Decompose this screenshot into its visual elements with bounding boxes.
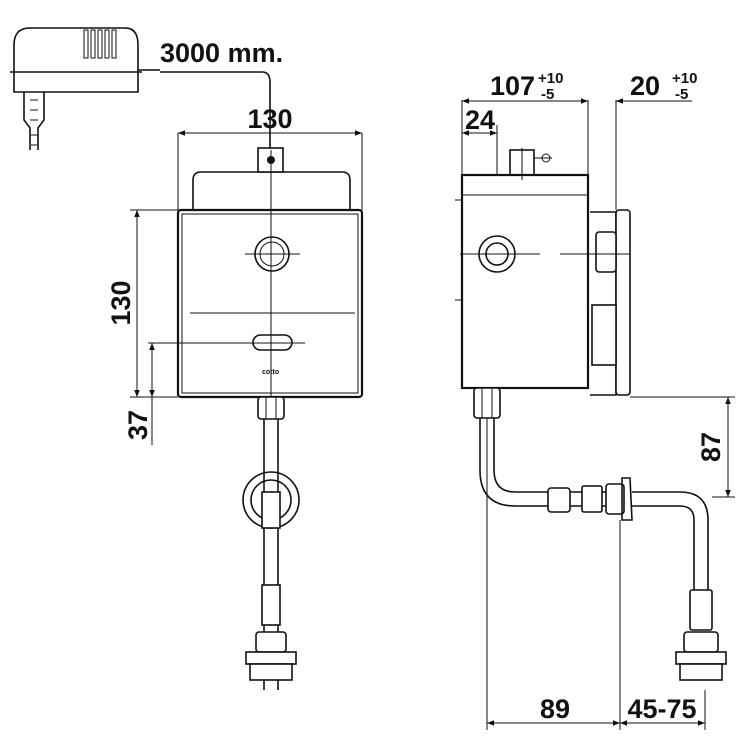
outlet-dim: 89 bbox=[540, 694, 570, 724]
side-view bbox=[455, 98, 735, 730]
adjust-dim: 45-75 bbox=[627, 694, 696, 724]
cable-length-label: 3000 mm. bbox=[160, 38, 283, 68]
front-view: cotto bbox=[130, 130, 364, 690]
depth-dim: 107 bbox=[490, 71, 535, 101]
inlet-offset-dim: 24 bbox=[465, 105, 495, 135]
wall-dim: 20 bbox=[630, 71, 660, 101]
front-width-dim: 130 bbox=[247, 104, 292, 134]
sensor-offset-dim: 37 bbox=[123, 410, 153, 440]
front-height-dim: 130 bbox=[106, 280, 136, 325]
wall-tol-minus: -5 bbox=[675, 86, 688, 103]
wall-tol-plus: +10 bbox=[672, 70, 697, 87]
brand-logo: cotto bbox=[262, 369, 279, 376]
drop-dim: 87 bbox=[696, 432, 726, 462]
depth-tol-minus: -5 bbox=[541, 86, 554, 103]
power-adapter bbox=[10, 27, 271, 160]
depth-tol-plus: +10 bbox=[538, 70, 563, 87]
